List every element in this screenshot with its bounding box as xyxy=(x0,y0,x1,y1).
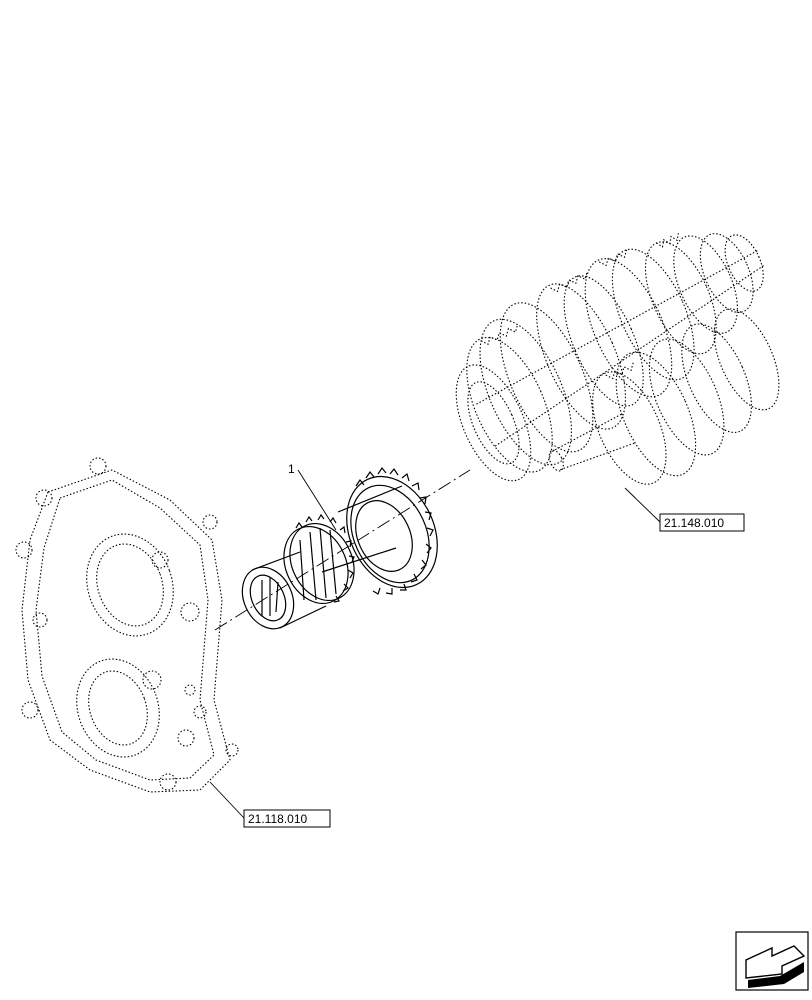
shaft-gear-part-1 xyxy=(241,466,438,630)
callout-item-1: 1 xyxy=(288,462,337,531)
coupling-sleeve xyxy=(241,551,327,630)
ref-housing-label: 21.118.010 xyxy=(248,812,307,826)
large-gear xyxy=(346,466,438,595)
transmission-housing xyxy=(15,457,239,793)
gearset-assembly xyxy=(455,233,780,485)
previous-page-arrow-icon[interactable] xyxy=(735,931,809,991)
callout-ref-gearset[interactable]: 21.148.010 xyxy=(624,487,745,532)
item-number-label: 1 xyxy=(288,462,295,476)
callout-ref-housing[interactable]: 21.118.010 xyxy=(209,781,331,828)
ref-gearset-label: 21.148.010 xyxy=(664,516,724,530)
small-gear xyxy=(283,513,355,605)
